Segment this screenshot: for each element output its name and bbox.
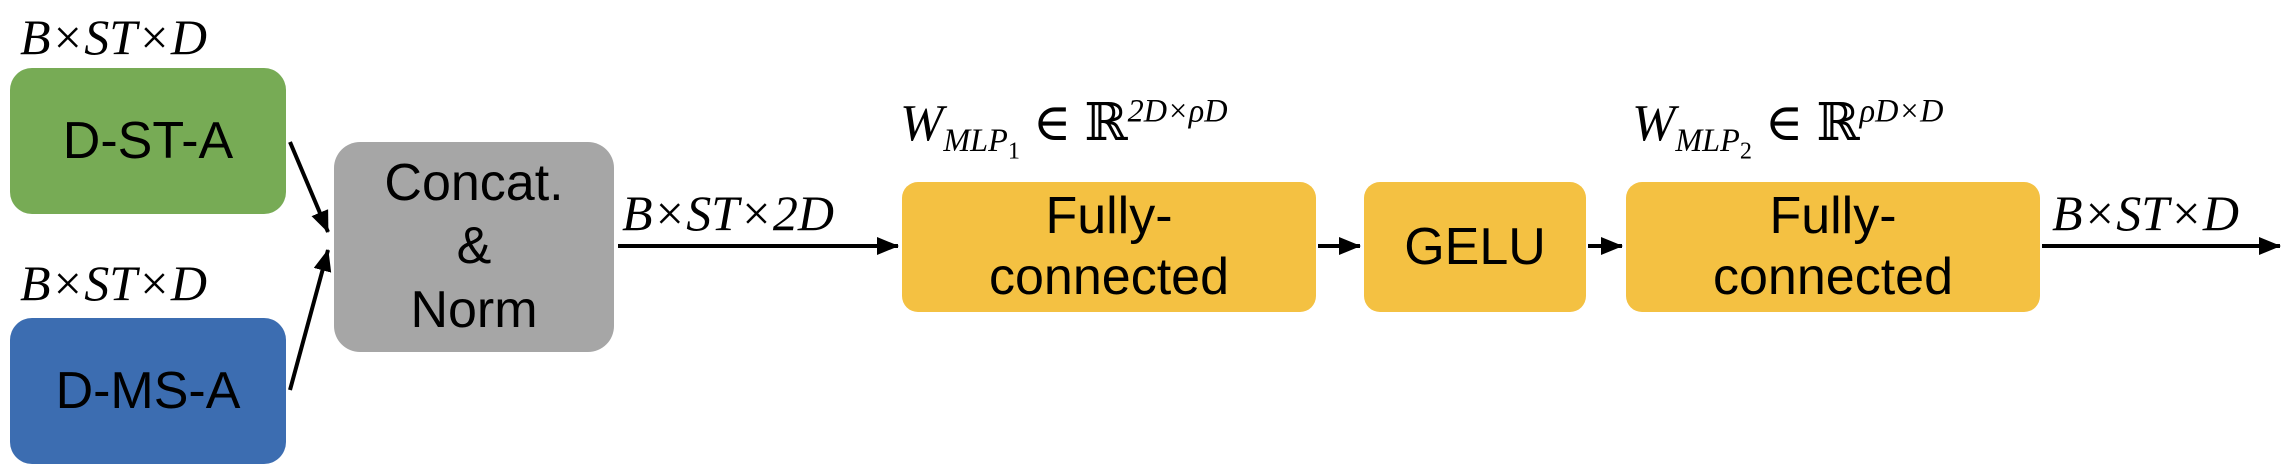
w1-symbol: W bbox=[900, 95, 944, 152]
fc1-line-1: Fully- bbox=[1045, 186, 1173, 245]
fc2-block: Fully- connected bbox=[1626, 182, 2040, 312]
w2-symbol: W bbox=[1632, 95, 1676, 152]
w2-in: ∈ bbox=[1751, 95, 1817, 152]
arrow-dsta-to-concat bbox=[288, 141, 330, 233]
w1-in: ∈ bbox=[1019, 95, 1085, 152]
gelu-label: GELU bbox=[1404, 218, 1546, 276]
dmsa-block: D-MS-A bbox=[10, 318, 286, 464]
output-shape-label: B×ST×D bbox=[2052, 188, 2239, 238]
w1-subsub: 1 bbox=[1007, 137, 1020, 165]
concat-line-3: Norm bbox=[410, 280, 538, 339]
dsta-label: D-ST-A bbox=[62, 112, 234, 170]
input-bottom-shape-text: B×ST×D bbox=[20, 255, 207, 311]
input-top-shape-text: B×ST×D bbox=[20, 9, 207, 65]
fc1-line-2: connected bbox=[989, 248, 1229, 306]
input-top-shape-label: B×ST×D bbox=[20, 12, 207, 62]
dmsa-label: D-MS-A bbox=[55, 362, 241, 420]
dsta-block: D-ST-A bbox=[10, 68, 286, 214]
w2-real: ℝ bbox=[1816, 95, 1860, 152]
w-mlp2-label: WMLP2 ∈ ℝρD×D bbox=[1632, 95, 1943, 164]
w1-real: ℝ bbox=[1084, 95, 1128, 152]
output-shape-text: B×ST×D bbox=[2052, 185, 2239, 241]
concat-norm-block: Concat. & Norm bbox=[334, 142, 614, 352]
concat-output-shape-text: B×ST×2D bbox=[622, 185, 834, 241]
concat-line-1: Concat. bbox=[384, 153, 564, 212]
concat-line-2: & bbox=[456, 217, 492, 276]
w-mlp1-label: WMLP1 ∈ ℝ2D×ρD bbox=[900, 95, 1228, 164]
fc2-line-2: connected bbox=[1713, 248, 1953, 306]
gelu-block: GELU bbox=[1364, 182, 1586, 312]
w2-sup: ρD×D bbox=[1859, 92, 1944, 129]
w1-sup: 2D×ρD bbox=[1127, 92, 1228, 129]
arrow-dmsa-to-concat bbox=[288, 249, 332, 391]
w1-sub: MLP bbox=[943, 122, 1008, 159]
w2-sub: MLP bbox=[1675, 122, 1740, 159]
fc1-block: Fully- connected bbox=[902, 182, 1316, 312]
fc2-line-1: Fully- bbox=[1769, 186, 1897, 245]
concat-output-shape-label: B×ST×2D bbox=[622, 188, 834, 238]
w2-subsub: 2 bbox=[1739, 137, 1752, 165]
input-bottom-shape-label: B×ST×D bbox=[20, 258, 207, 308]
